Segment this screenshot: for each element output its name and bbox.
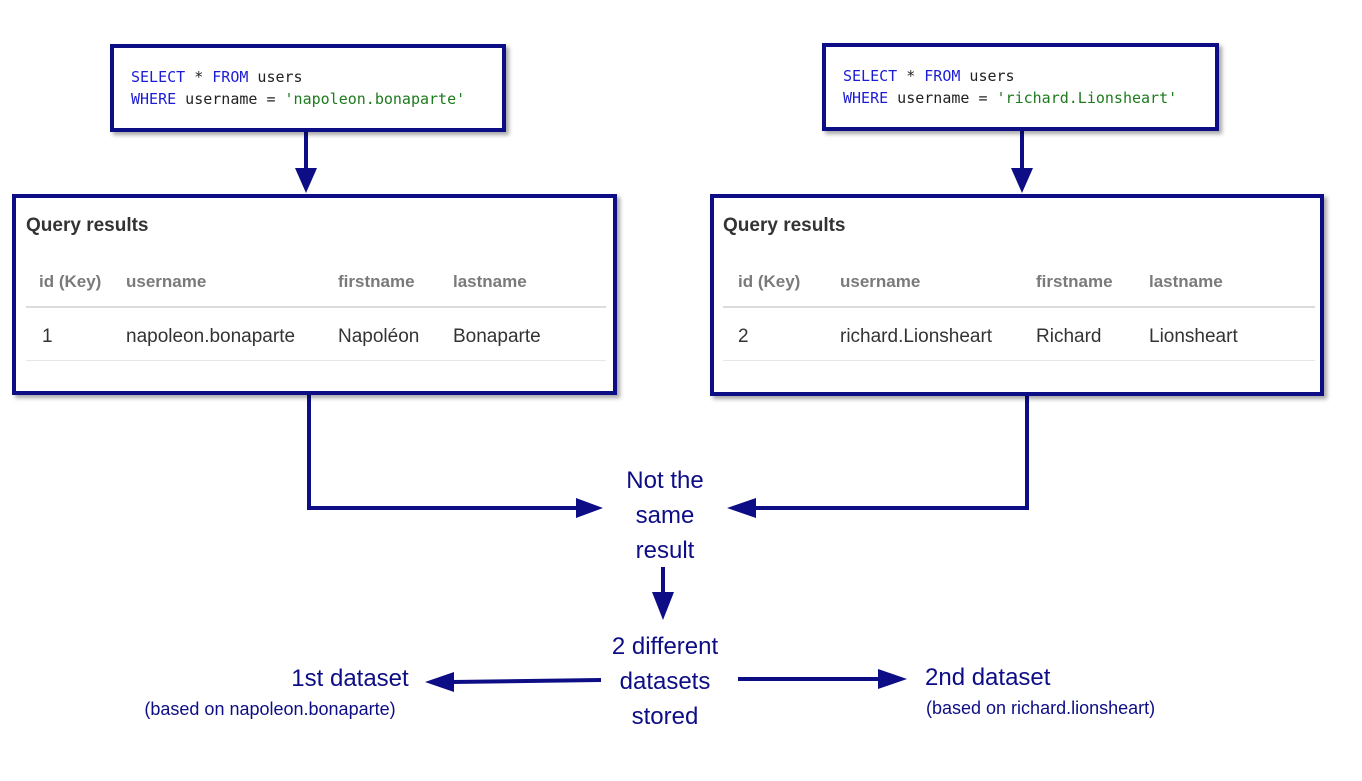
sql-text: users [248, 68, 303, 86]
cell-username: napoleon.bonaparte [126, 326, 296, 347]
query-results-title: Query results [26, 215, 149, 236]
right-query-results-box: Query results id (Key) username firstnam… [710, 194, 1324, 396]
sql-keyword: FROM [924, 67, 961, 85]
cell-firstname: Richard [1036, 326, 1102, 347]
arrow-right-results-to-center [754, 393, 1029, 510]
column-header-id: id (Key) [39, 272, 102, 291]
second-dataset-subtitle: (based on richard.lionsheart) [926, 698, 1156, 718]
sql-text: username = [176, 90, 285, 108]
column-header-username: username [126, 272, 207, 291]
arrow-left-results-to-center [307, 393, 578, 510]
right-sql-code: SELECT * FROM users WHERE username = 'ri… [826, 47, 1215, 109]
column-header-username: username [840, 272, 921, 291]
column-header-firstname: firstname [1036, 272, 1113, 291]
first-dataset-subtitle: (based on napoleon.bonaparte) [144, 699, 396, 719]
sql-text: * [185, 68, 213, 86]
column-header-firstname: firstname [338, 272, 415, 291]
row-divider [26, 360, 606, 361]
label-line: Not the [626, 467, 704, 494]
sql-keyword: WHERE [131, 90, 177, 108]
two-datasets-stored-label: 2 different datasets stored [595, 629, 735, 734]
row-divider [723, 360, 1315, 361]
label-line: 2 different [611, 633, 719, 660]
sql-text: users [960, 67, 1015, 85]
sql-keyword: SELECT [131, 68, 186, 86]
label-line: stored [631, 703, 699, 730]
left-sql-query-box: SELECT * FROM users WHERE username = 'na… [110, 44, 506, 132]
column-header-lastname: lastname [1149, 272, 1223, 291]
not-same-result-label: Not the same result [600, 463, 730, 568]
sql-keyword: SELECT [843, 67, 898, 85]
query-results-title: Query results [723, 215, 846, 236]
right-sql-query-box: SELECT * FROM users WHERE username = 'ri… [822, 43, 1219, 131]
arrow-to-first-dataset [451, 678, 602, 684]
sql-text: * [897, 67, 925, 85]
sql-string: 'napoleon.bonaparte' [284, 90, 466, 108]
label-line: datasets [619, 668, 711, 695]
column-header-lastname: lastname [453, 272, 527, 291]
cell-lastname: Lionsheart [1149, 326, 1238, 347]
left-sql-code: SELECT * FROM users WHERE username = 'na… [114, 48, 502, 110]
left-query-results-box: Query results id (Key) username firstnam… [12, 194, 617, 395]
cell-firstname: Napoléon [338, 326, 420, 347]
sql-keyword: FROM [212, 68, 249, 86]
sql-keyword: WHERE [843, 89, 889, 107]
second-dataset-title: 2nd dataset [925, 664, 1051, 691]
sql-text: username = [888, 89, 997, 107]
column-header-id: id (Key) [738, 272, 801, 291]
cell-id: 2 [738, 326, 749, 347]
sql-string: 'richard.Lionsheart' [996, 89, 1178, 107]
cell-username: richard.Lionsheart [840, 326, 993, 347]
cell-id: 1 [42, 326, 53, 347]
label-line: result [635, 537, 695, 564]
header-divider [26, 306, 606, 308]
header-divider [723, 306, 1315, 308]
first-dataset-title: 1st dataset [291, 665, 409, 692]
cell-lastname: Bonaparte [453, 326, 541, 347]
label-line: same [635, 502, 695, 529]
